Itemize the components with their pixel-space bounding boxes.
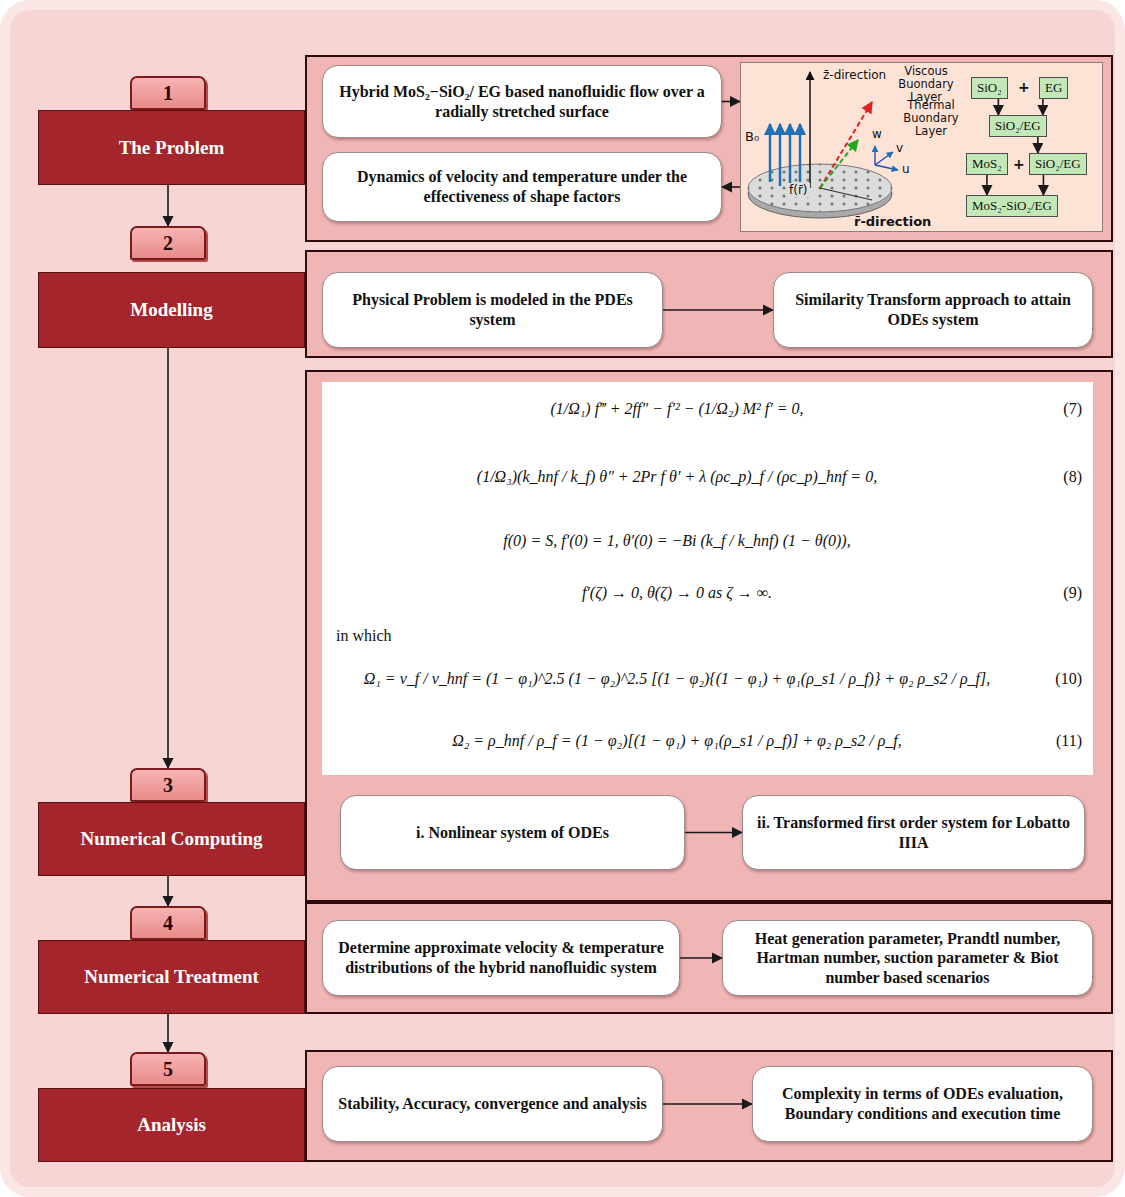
box-text: i. Nonlinear system of ODEs (416, 823, 609, 843)
box-text: SiO₂/EG (995, 118, 1041, 134)
symbol-label: v (896, 141, 903, 155)
material-box: EG (1039, 77, 1068, 99)
box-text: 3 (163, 774, 173, 797)
box-text: Complexity in terms of ODEs evaluation, … (767, 1084, 1078, 1123)
box-text: SiO₂/EG (1035, 156, 1081, 172)
step-label: Numerical Treatment (38, 940, 305, 1014)
equation: f′(ζ) → 0, θ(ζ) → 0 as ζ → ∞. (332, 584, 1022, 602)
equation-note: in which (336, 627, 536, 645)
connector-arrow (1042, 99, 1044, 115)
box-text: Analysis (137, 1114, 206, 1136)
connector-arrow (1037, 137, 1039, 153)
step-number: 4 (130, 906, 206, 940)
material-box: SiO₂/EG (989, 115, 1047, 137)
box-text: 4 (163, 912, 173, 935)
equation: Ω₁ = ν_f / ν_hnf = (1 − φ₁)^2.5 (1 − φ₂)… (332, 670, 1022, 688)
equation-note: (8) (1022, 468, 1082, 486)
box-text: SiO₂ (977, 80, 1002, 96)
symbol-label: u (902, 162, 910, 176)
equation: f(0) = S, f′(0) = 1, θ′(0) = −Bi (k_f / … (332, 532, 1022, 550)
process-box: Hybrid MoS₂−SiO₂/ EG based nanofluidic f… (322, 65, 722, 138)
box-text: Heat generation parameter, Prandtl numbe… (737, 929, 1078, 988)
connector-arrow (167, 348, 169, 768)
illustration-label: r̄-direction (854, 215, 944, 230)
box-text: Similarity Transform approach to attain … (788, 290, 1078, 329)
process-box: Complexity in terms of ODEs evaluation, … (752, 1066, 1093, 1142)
equation: (1/Ω₁) f‴ + 2ff″ − f′² − (1/Ω₂) M² f′ = … (332, 400, 1022, 418)
step-label: Numerical Computing (38, 802, 305, 876)
material-box: MoS₂-SiO₂/EG (966, 195, 1058, 217)
step-label: The Problem (38, 110, 305, 185)
box-text: EG (1045, 80, 1062, 96)
material-box: SiO₂/EG (1029, 153, 1087, 175)
box-text: Modelling (130, 299, 212, 321)
box-text: Stability, Accuracy, convergence and ana… (338, 1094, 646, 1114)
step-number: 3 (130, 768, 206, 802)
material-box: MoS₂ (966, 153, 1008, 175)
step-label: Analysis (38, 1088, 305, 1162)
equation: (1/Ω₃)(k_hnf / k_f) θ″ + 2Pr f θ′ + λ (ρ… (332, 468, 1022, 486)
illustration-label: z̄-direction (823, 69, 895, 83)
box-text: ii. Transformed first order system for L… (757, 813, 1070, 852)
connector-arrow (167, 876, 169, 906)
process-box: ii. Transformed first order system for L… (742, 795, 1085, 870)
connector-arrow (722, 101, 740, 103)
process-box: Stability, Accuracy, convergence and ana… (322, 1066, 663, 1142)
box-text: Dynamics of velocity and temperature und… (337, 167, 707, 206)
process-box: Physical Problem is modeled in the PDEs … (322, 272, 663, 348)
process-box: Heat generation parameter, Prandtl numbe… (722, 920, 1093, 996)
connector-arrow (663, 1103, 752, 1105)
box-text: Determine approximate velocity & tempera… (337, 938, 665, 977)
box-text: Numerical Treatment (84, 966, 259, 988)
symbol-label: B₀ (745, 129, 759, 144)
box-text: Numerical Computing (80, 828, 262, 850)
step-label: Modelling (38, 272, 305, 348)
box-text: Hybrid MoS₂−SiO₂/ EG based nanofluidic f… (337, 82, 707, 121)
process-box: Similarity Transform approach to attain … (773, 272, 1093, 348)
material-box: SiO₂ (971, 77, 1008, 99)
step-number: 1 (130, 76, 206, 110)
symbol-label: w (872, 127, 882, 141)
connector-arrow (986, 175, 988, 195)
connector-arrow (998, 99, 1000, 115)
plus-sign: + (1018, 79, 1030, 95)
equation: Ω₂ = ρ_hnf / ρ_f = (1 − φ₂)[(1 − φ₁) + φ… (332, 732, 1022, 750)
connector-arrow (167, 1014, 169, 1052)
plus-sign: + (1013, 156, 1025, 172)
connector-arrow (1043, 175, 1045, 195)
box-text: The Problem (119, 137, 225, 159)
box-text: 5 (163, 1058, 173, 1081)
symbol-label: f(r̄) (787, 183, 810, 197)
process-box: i. Nonlinear system of ODEs (340, 795, 685, 870)
connector-arrow (685, 832, 742, 834)
equation-note: (10) (1022, 670, 1082, 688)
illustration-frame: z̄-directionViscous Buondary LayerTherma… (740, 62, 1103, 232)
equation-note: (11) (1022, 732, 1082, 750)
box-text: MoS₂-SiO₂/EG (972, 198, 1052, 214)
illustration-label: Thermal Buondary Layer (893, 99, 969, 139)
connector-arrow (680, 957, 722, 959)
step-number: 2 (130, 226, 206, 260)
box-text: MoS₂ (972, 156, 1002, 172)
step-number: 5 (130, 1052, 206, 1086)
box-text: Physical Problem is modeled in the PDEs … (337, 290, 648, 329)
equation-note: (9) (1022, 584, 1082, 602)
connector-arrow (722, 186, 740, 188)
process-box: Dynamics of velocity and temperature und… (322, 152, 722, 222)
equation-panel: (1/Ω₁) f‴ + 2ff″ − f′² − (1/Ω₂) M² f′ = … (322, 382, 1093, 775)
process-box: Determine approximate velocity & tempera… (322, 920, 680, 996)
connector-arrow (663, 309, 773, 311)
box-text: 1 (163, 82, 173, 105)
connector-arrow (167, 185, 169, 226)
box-text: 2 (163, 232, 173, 255)
equation-note: (7) (1022, 400, 1082, 418)
